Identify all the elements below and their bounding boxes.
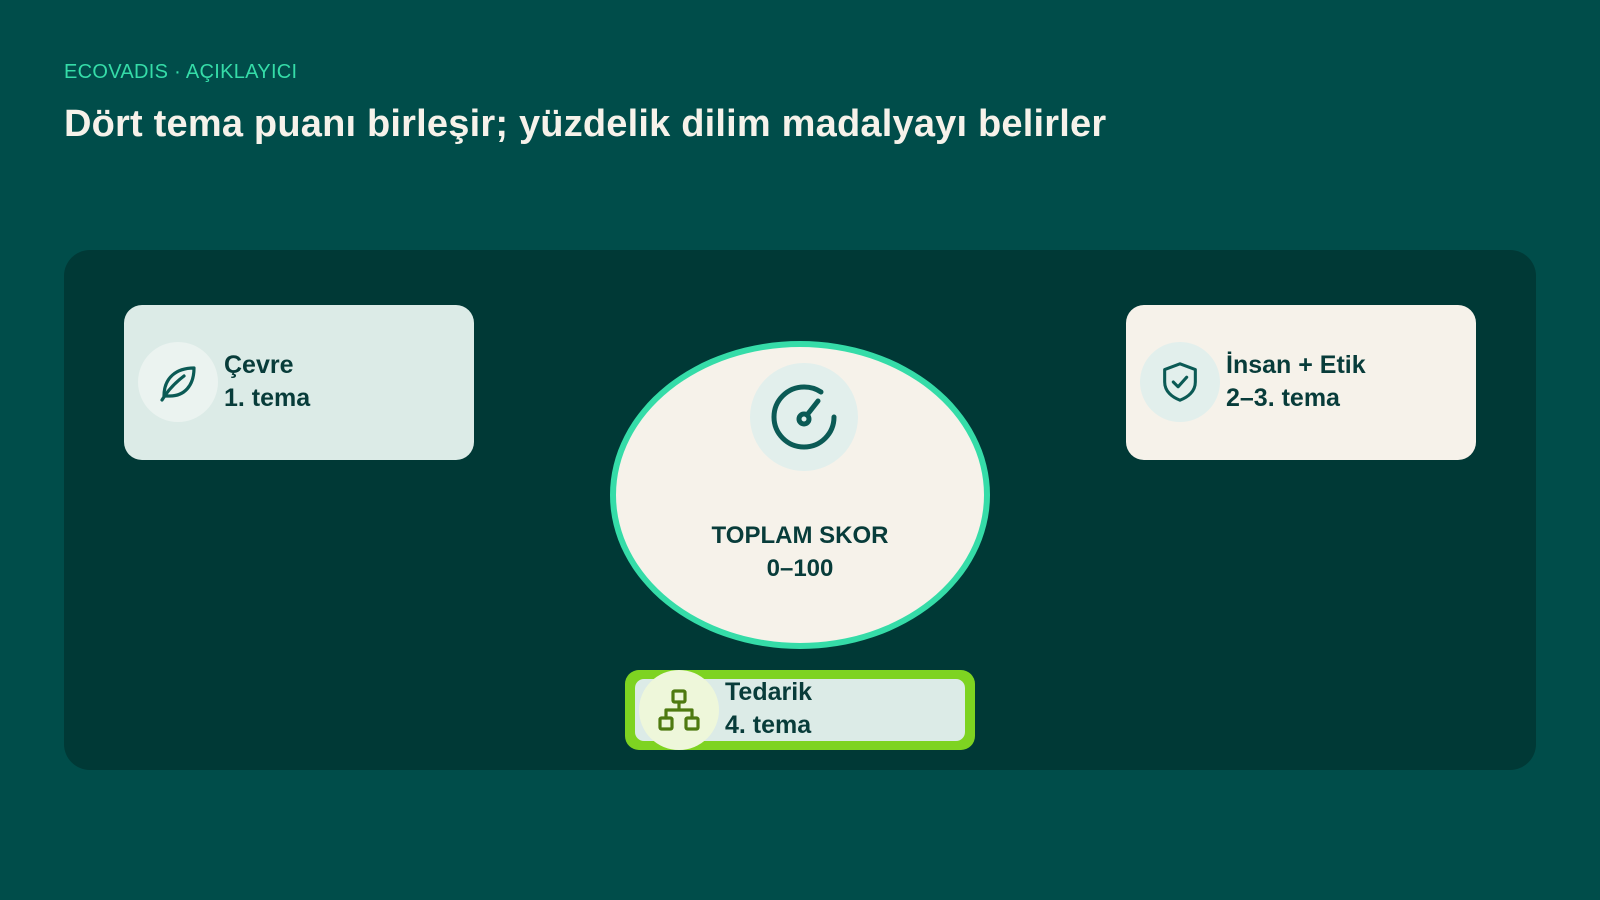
shield-check-icon [1140,342,1220,422]
theme-card-people-ethics: İnsan + Etik 2–3. tema [1126,305,1476,460]
theme-sub: 2–3. tema [1226,384,1340,412]
leaf-icon [138,342,218,422]
theme-label: İnsan + Etik [1226,351,1366,379]
theme-card-supply: Tedarik 4. tema [625,670,975,750]
gauge-icon [750,363,858,471]
theme-card-environment: Çevre 1. tema [124,305,474,460]
theme-text-environment: Çevre 1. tema [224,349,310,415]
theme-label: Çevre [224,351,294,379]
score-label: TOPLAM SKOR [711,522,889,549]
page-title: Dört tema puanı birleşir; yüzdelik dilim… [64,103,1107,145]
theme-text-supply: Tedarik 4. tema [725,676,812,742]
theme-sub: 1. tema [224,384,311,412]
hierarchy-icon [639,670,719,750]
theme-text-people-ethics: İnsan + Etik 2–3. tema [1226,349,1366,415]
theme-label: Tedarik [725,678,813,706]
theme-sub: 4. tema [725,711,812,739]
eyebrow-label: ECOVADIS · AÇIKLAYICI [64,61,298,83]
total-score-node: TOPLAM SKOR 0–100 [610,341,990,649]
score-range: 0–100 [766,555,834,582]
total-score-text: TOPLAM SKOR 0–100 [616,519,984,585]
